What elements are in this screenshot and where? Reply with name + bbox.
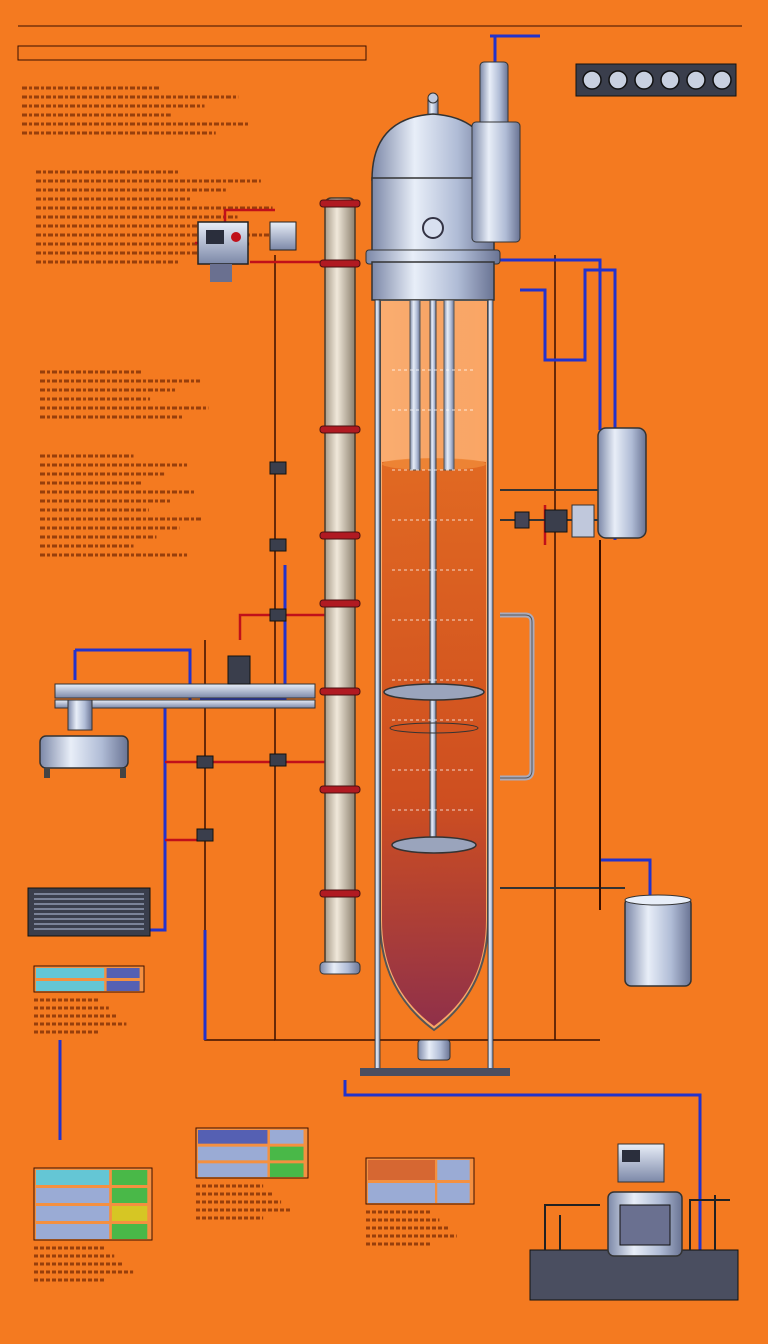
equipment-skid — [529, 1143, 739, 1301]
condenser — [471, 61, 521, 243]
receiver-tank — [500, 427, 647, 781]
control-panel-icon — [197, 221, 297, 282]
valve-icon — [514, 511, 530, 529]
pipe-flanges — [196, 461, 287, 842]
data-tables — [33, 965, 475, 1282]
side-column — [319, 197, 361, 975]
gauge-panel — [575, 63, 737, 97]
filter-unit — [27, 887, 151, 937]
vessel-logo-icon — [422, 217, 444, 239]
reactor-vessel — [360, 92, 510, 1076]
title-box — [17, 45, 367, 61]
text-blocks — [22, 86, 285, 557]
lower-tank — [500, 887, 692, 987]
pump-icon — [39, 655, 316, 778]
